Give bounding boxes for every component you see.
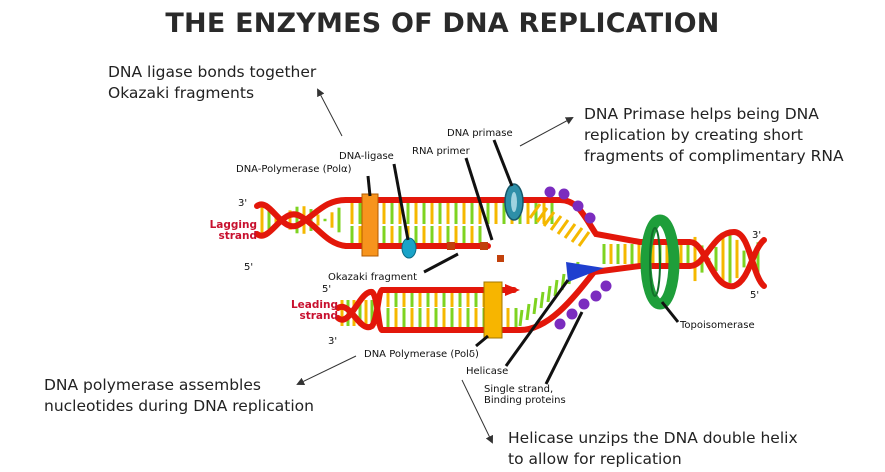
topoisomerase-shade (649, 227, 661, 297)
pointer-line (544, 311, 584, 385)
annotation-arrow (519, 117, 574, 147)
ligase-note-line: Okazaki fragments (108, 84, 255, 102)
page-title: THE ENZYMES OF DNA REPLICATION (165, 8, 720, 39)
label-lagging-strand: Lagging (210, 219, 257, 231)
dna-ligase (401, 237, 417, 259)
pointer-line (504, 279, 570, 367)
pointer-line (423, 252, 459, 274)
helicase-note: Helicase unzips the DNA double helix to … (508, 428, 798, 470)
pointer-line (392, 163, 410, 241)
pointer-line (464, 157, 494, 241)
base-pair (528, 203, 542, 219)
base-pair (577, 231, 591, 247)
ligase-note: DNA ligase bonds together Okazaki fragme… (108, 62, 316, 104)
primase-note-line: fragments of complimentary RNA (584, 147, 844, 165)
pointer-lines (366, 139, 680, 385)
base-pair (570, 227, 584, 243)
ssb-protein (578, 298, 590, 310)
backbone-strand (254, 211, 349, 249)
backbone-strand (343, 197, 643, 245)
base-pair (532, 297, 538, 315)
base-pair (549, 215, 563, 231)
ssb-protein (584, 212, 596, 224)
label-leading-strand: strand (299, 310, 338, 322)
backbone-strand (335, 289, 385, 333)
end-label: 5' (750, 290, 759, 301)
helicase-note-line: Helicase unzips the DNA double helix (508, 429, 798, 447)
ssb-protein (566, 308, 578, 320)
base-pair (525, 303, 531, 321)
leading-direction-arrow (505, 284, 520, 296)
base-pair (563, 223, 577, 239)
base-pair (542, 211, 556, 227)
end-label: 5' (244, 262, 253, 273)
pointer-line (660, 301, 680, 323)
pointer-line (366, 175, 372, 197)
rna-primer-mark (497, 255, 504, 262)
annotation-arrow (296, 355, 357, 385)
label-leading-strand: Leading (291, 299, 338, 311)
pointer-line (475, 334, 489, 348)
label-topoisomerase: Topoisomerase (679, 320, 755, 331)
primase-note-line: DNA Primase helps being DNA (584, 105, 819, 123)
label-ssb: Single strand, (484, 384, 553, 395)
ssb-protein (554, 318, 566, 330)
dna-polymerase-alpha (361, 193, 379, 257)
dna-primase-core (511, 192, 517, 212)
label-pol-delta: DNA Polymerase (Polδ) (364, 349, 479, 360)
label-okazaki: Okazaki fragment (328, 272, 417, 283)
ssb-protein (572, 200, 584, 212)
annotation-arrow (461, 379, 493, 444)
backbone-strand (379, 263, 643, 333)
base-pair (518, 309, 524, 327)
rna-primer-mark (480, 242, 488, 250)
end-label: 3' (328, 336, 337, 347)
label-ssb: Binding proteins (484, 395, 566, 406)
base-pair (553, 279, 559, 297)
rna-primer-marks (447, 242, 504, 262)
label-dna-primase: DNA primase (447, 128, 513, 139)
helicase (566, 262, 604, 282)
ssb-protein (544, 186, 556, 198)
base-pair (539, 291, 545, 309)
label-helicase: Helicase (466, 366, 508, 377)
backbone-strand (254, 197, 349, 230)
primase-note: DNA Primase helps being DNA replication … (584, 104, 844, 167)
polymerase-note: DNA polymerase assembles nucleotides dur… (44, 375, 314, 417)
label-rna-primer: RNA primer (412, 146, 471, 157)
helicase-note-line: to allow for replication (508, 450, 682, 468)
end-label: 3' (238, 198, 247, 209)
label-dna-ligase: DNA-ligase (339, 151, 394, 162)
rna-primer-mark (447, 242, 455, 250)
backbone-strand (637, 237, 767, 290)
backbone-strand (637, 228, 767, 289)
diagram-labels: DNA primase DNA-ligase RNA primer DNA-Po… (236, 128, 761, 406)
topoisomerase (640, 214, 680, 310)
label-pol-alpha: DNA-Polymerase (Polα) (236, 164, 352, 175)
backbone-strand (335, 287, 385, 331)
primase-note-line: replication by creating short (584, 126, 803, 144)
ssb-protein (590, 290, 602, 302)
ligase-note-line: DNA ligase bonds together (108, 63, 317, 81)
strand-labels: Lagging strand Leading strand (210, 219, 338, 322)
base-pair (556, 219, 570, 235)
ssb-protein-group (544, 186, 612, 330)
end-label: 5' (322, 284, 331, 295)
base-pair (546, 285, 552, 303)
ssb-protein (558, 188, 570, 200)
base-pair (535, 207, 549, 223)
dna-polymerase-delta (483, 281, 503, 339)
label-lagging-strand: strand (218, 230, 257, 242)
annotation-arrows (296, 88, 574, 444)
ssb-protein (600, 280, 612, 292)
polymerase-note-line: nucleotides during DNA replication (44, 397, 314, 415)
pointer-line (492, 139, 514, 187)
end-label: 3' (752, 230, 761, 241)
polymerase-note-line: DNA polymerase assembles (44, 376, 261, 394)
annotation-arrow (317, 88, 343, 137)
